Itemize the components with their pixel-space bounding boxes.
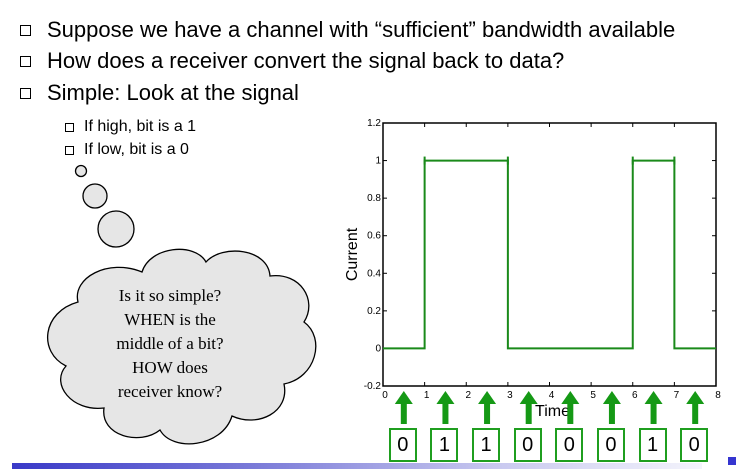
sub-bullet-text: If low, bit is a 0 — [84, 141, 189, 158]
bit-box: 0 — [680, 428, 709, 462]
bit-box: 0 — [596, 428, 625, 462]
x-axis-label: Time — [535, 403, 570, 420]
x-tick-label: 8 — [715, 390, 721, 401]
sample-arrow-head — [561, 391, 580, 404]
x-tick-label: 7 — [674, 390, 680, 401]
y-tick-label: -0.2 — [364, 381, 382, 392]
bit-box: 0 — [555, 428, 584, 462]
x-tick-label: 4 — [549, 390, 555, 401]
thought-dot-small — [74, 164, 88, 178]
thought-cloud — [47, 248, 317, 445]
bit-box: 0 — [513, 428, 542, 462]
bit-box: 1 — [638, 428, 667, 462]
y-axis-label: Current — [344, 227, 361, 281]
bullet-box-icon — [20, 87, 31, 99]
sample-arrow-shaft — [650, 403, 657, 424]
x-tick-label: 2 — [465, 390, 471, 401]
thought-line: Is it so simple? — [118, 286, 222, 305]
thought-line: HOW does — [132, 358, 208, 377]
plot-frame — [382, 122, 717, 387]
bullet-text: Simple: Look at the signal — [47, 80, 299, 105]
sub-bullet-text: If high, bit is a 1 — [84, 118, 197, 135]
thought-line: middle of a bit? — [116, 334, 224, 353]
bullet-3: Simple: Look at the signal — [20, 80, 299, 106]
y-tick-label: 1.2 — [367, 118, 381, 129]
thought-bubble-text: Is it so simple? WHEN is the middle of a… — [95, 284, 245, 404]
x-tick-label: 5 — [590, 390, 596, 401]
sample-arrow-shaft — [400, 403, 407, 424]
sample-arrow-shaft — [608, 403, 615, 424]
bullet-text: Suppose we have a channel with “sufficie… — [47, 17, 676, 42]
sample-arrow-head — [602, 391, 621, 404]
sample-arrow-head — [644, 391, 663, 404]
x-tick-label: 0 — [382, 390, 388, 401]
x-tick-label: 3 — [507, 390, 513, 401]
bit-box: 0 — [388, 428, 417, 462]
thought-dot-large — [97, 210, 135, 248]
sample-arrow-head — [478, 391, 497, 404]
sample-arrow-shaft — [484, 403, 491, 424]
sample-arrow-head — [686, 391, 705, 404]
thought-line: receiver know? — [117, 382, 223, 401]
y-tick-label: 0.6 — [367, 231, 381, 242]
logo-icon — [728, 457, 736, 465]
y-tick-label: 0.4 — [367, 268, 381, 279]
y-tick-label: 0 — [375, 343, 381, 354]
thought-bubble-dots — [74, 164, 135, 248]
bullet-text: How does a receiver convert the signal b… — [47, 48, 565, 73]
sub-bullet-2: If low, bit is a 0 — [65, 141, 189, 159]
sample-arrow-head — [394, 391, 413, 404]
sample-arrow-head — [519, 391, 538, 404]
bit-box: 1 — [430, 428, 459, 462]
sub-bullet-1: If high, bit is a 1 — [65, 118, 196, 136]
thought-line: WHEN is the — [124, 310, 216, 329]
footer-gradient-bar — [12, 463, 702, 469]
sample-arrow-shaft — [692, 403, 699, 424]
x-tick-label: 1 — [424, 390, 430, 401]
bullet-2: How does a receiver convert the signal b… — [20, 48, 564, 74]
y-tick-label: 1 — [375, 156, 381, 167]
sample-arrow-head — [436, 391, 455, 404]
sample-arrow-shaft — [525, 403, 532, 424]
bullet-box-icon — [65, 122, 74, 132]
y-tick-label: 0.8 — [367, 193, 381, 204]
sample-arrow-shaft — [567, 403, 574, 424]
thought-dot-medium — [82, 183, 108, 209]
bullet-box-icon — [65, 145, 74, 155]
signal-line — [383, 159, 716, 350]
bullet-box-icon — [20, 24, 31, 36]
sample-arrow-shaft — [442, 403, 449, 424]
x-tick-label: 6 — [632, 390, 638, 401]
bit-box: 1 — [472, 428, 501, 462]
bullet-1: Suppose we have a channel with “sufficie… — [20, 17, 675, 43]
y-tick-label: 0.2 — [367, 306, 381, 317]
bullet-box-icon — [20, 55, 31, 67]
